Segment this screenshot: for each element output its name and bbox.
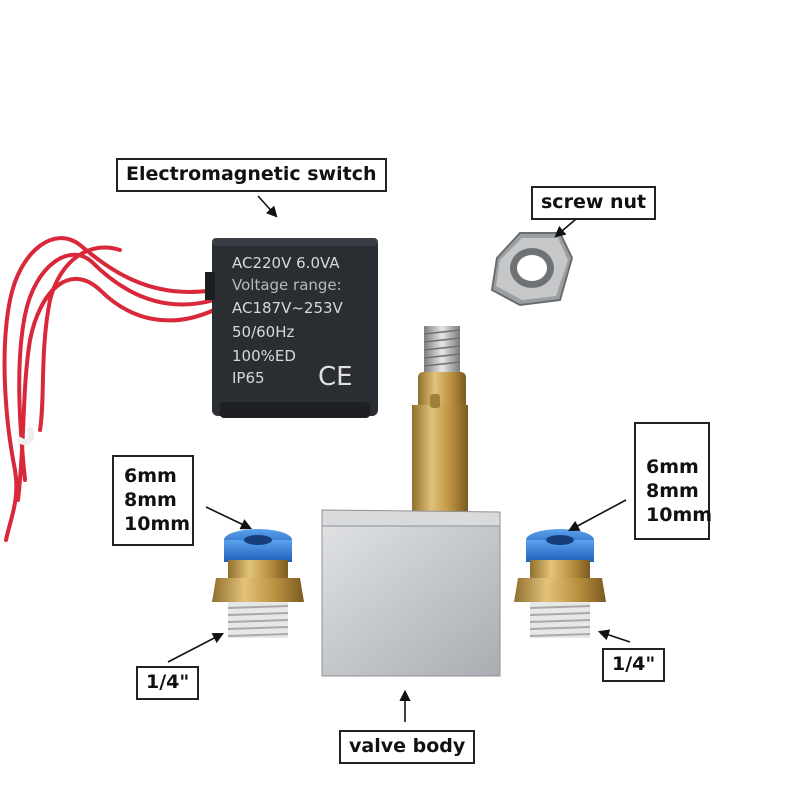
coil-marking-1: AC220V 6.0VA <box>232 254 340 272</box>
red-wires <box>2 236 216 542</box>
arrow-right-thread <box>597 629 631 643</box>
label-screw-nut: screw nut <box>531 186 657 220</box>
label-left-thread: 1/4" <box>136 666 200 700</box>
label-valve-body-text: valve body <box>349 735 466 757</box>
label-left-sizes: 6mm 8mm 10mm <box>112 455 194 547</box>
ce-mark: CE <box>318 362 353 392</box>
coil-marking-3: AC187V~253V <box>232 299 343 317</box>
label-valve-body: valve body <box>339 730 476 764</box>
arrow-switch <box>257 195 278 218</box>
label-screw-nut-text: screw nut <box>541 191 647 213</box>
right-size-10: 10mm <box>646 503 713 526</box>
valve-stem <box>412 326 468 515</box>
screw-nut <box>490 232 574 307</box>
left-push-fitting <box>212 529 304 638</box>
left-size-8: 8mm <box>124 488 177 511</box>
right-push-fitting <box>514 529 606 638</box>
coil-marking-6: IP65 <box>232 369 265 387</box>
coil-marking-4: 50/60Hz <box>232 323 295 341</box>
label-electromagnetic-switch: Electromagnetic switch <box>116 158 387 192</box>
coil-marking-2: Voltage range: <box>232 276 342 294</box>
coil-body <box>205 238 378 418</box>
right-size-6: 6mm <box>646 456 699 478</box>
arrow-left-thread <box>167 632 224 663</box>
label-right-thread-text: 1/4" <box>612 653 656 675</box>
label-electromagnetic-switch-text: Electromagnetic switch <box>126 163 377 185</box>
arrow-right-size <box>568 499 627 532</box>
label-right-sizes: 6mm 8mm 10mm <box>634 422 713 540</box>
coil-marking-5: 100%ED <box>232 347 296 365</box>
label-left-thread-text: 1/4" <box>146 671 190 693</box>
arrow-left-size <box>205 506 253 530</box>
left-size-10: 10mm <box>124 512 191 535</box>
valve-body-block <box>321 509 501 677</box>
label-right-thread: 1/4" <box>602 648 666 682</box>
left-size-6: 6mm <box>124 465 177 487</box>
annotation-arrows <box>167 195 631 722</box>
right-size-8: 8mm <box>646 479 699 502</box>
